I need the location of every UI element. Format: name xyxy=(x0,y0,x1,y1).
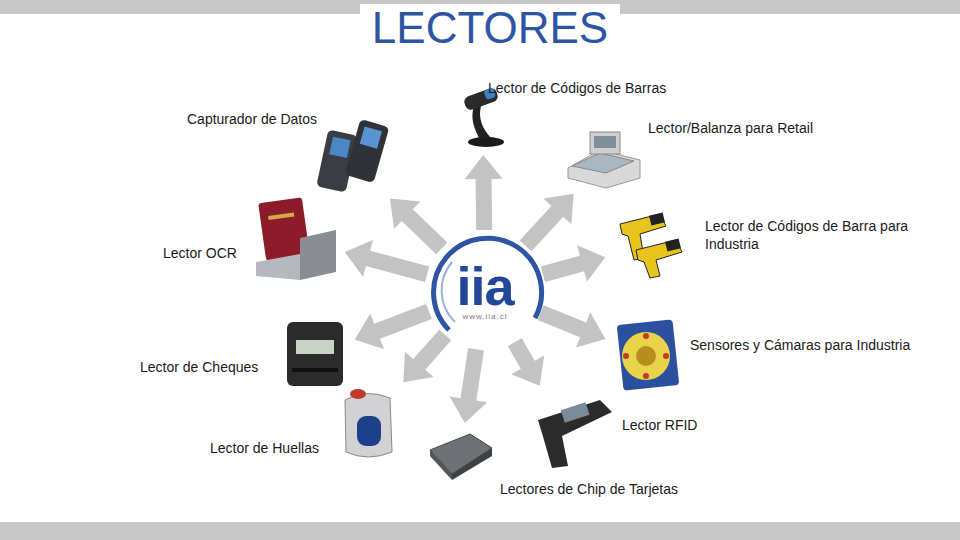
arrow-connector xyxy=(403,330,451,383)
arrow-connector xyxy=(508,338,544,386)
arrow-connector xyxy=(450,348,488,423)
ocr-reader-photo xyxy=(256,197,336,280)
reader-item: Sensores y Cámaras para Industria xyxy=(610,315,950,395)
arrow-connector xyxy=(520,194,574,252)
reader-item: Lectores de Chip de Tarjetas xyxy=(425,428,700,503)
reader-label: Sensores y Cámaras para Industria xyxy=(690,337,945,355)
chip-reader-photo xyxy=(430,434,492,480)
arrow-connector xyxy=(390,198,447,254)
data-collector-photo xyxy=(316,119,389,192)
logo-text: iia xyxy=(456,259,513,313)
reader-item: Lector de Códigos de Barra para Industri… xyxy=(610,205,927,280)
arrow-connector xyxy=(465,155,503,230)
reader-label: Lector OCR xyxy=(163,245,251,263)
reader-label: Capturador de Datos xyxy=(187,111,327,129)
reader-label: Lector de Cheques xyxy=(140,359,280,377)
reader-item: Lector OCR xyxy=(158,195,340,283)
reader-item: Capturador de Datos xyxy=(182,105,392,195)
reader-label: Lector de Huellas xyxy=(210,440,338,458)
industrial-camera-photo xyxy=(617,319,680,390)
reader-item: Lector de Códigos de Barras xyxy=(455,78,700,150)
reader-item: Lector de Huellas xyxy=(205,380,400,465)
cheque-reader-photo xyxy=(287,322,343,386)
rfid-reader-photo xyxy=(538,400,612,468)
page-title: LECTORES xyxy=(360,4,620,52)
reader-label: Lector/Balanza para Retail xyxy=(648,120,826,138)
reader-label: Lector RFID xyxy=(622,417,702,435)
logo-ring xyxy=(434,238,542,330)
arrow-connector xyxy=(538,305,606,347)
reader-item: Lector de Cheques xyxy=(135,318,350,393)
reader-label: Lectores de Chip de Tarjetas xyxy=(500,481,695,499)
arrow-connector xyxy=(355,304,432,349)
industrial-scanner-photo xyxy=(620,212,682,278)
retail-scale-photo xyxy=(568,132,640,188)
reader-label: Lector de Códigos de Barras xyxy=(488,80,693,98)
reader-item: Lector/Balanza para Retail xyxy=(560,115,830,190)
reader-item: Lector RFID xyxy=(525,390,706,475)
arrow-connector xyxy=(541,245,605,282)
reader-label: Lector de Códigos de Barra para Industri… xyxy=(705,218,923,253)
arrow-connector xyxy=(345,240,429,282)
bottom-bar xyxy=(0,522,960,540)
fingerprint-reader-photo xyxy=(345,389,392,457)
logo-circle: iiawww.iia.cl xyxy=(430,235,540,345)
logo-url: www.iia.cl xyxy=(462,313,507,321)
